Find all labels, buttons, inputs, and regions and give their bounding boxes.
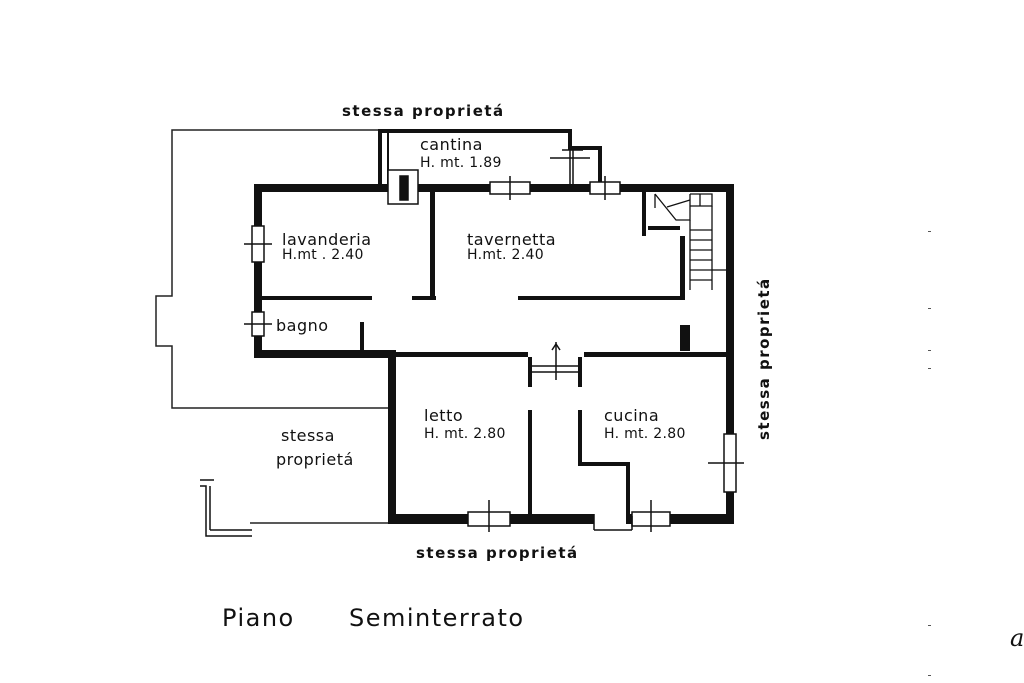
- plan-title-word2: Seminterrato: [349, 604, 525, 632]
- boundary-label-left-line2: proprietá: [276, 450, 354, 469]
- room-letto-height: H. mt. 2.80: [424, 426, 506, 442]
- room-lavanderia-name: lavanderia: [282, 230, 372, 249]
- room-cucina-name: cucina: [604, 406, 660, 425]
- room-cucina-height: H. mt. 2.80: [604, 426, 686, 442]
- boundary-label-left-line1: stessa: [281, 426, 335, 445]
- interior-walls: [262, 192, 690, 516]
- plan-title-word1: Piano: [222, 604, 295, 632]
- room-letto-name: letto: [424, 406, 464, 425]
- room-cantina-height: H. mt. 1.89: [420, 155, 502, 171]
- room-tavernetta-name: tavernetta: [467, 230, 557, 249]
- margin-ticks: [928, 231, 931, 676]
- entrance-opening: [593, 514, 633, 531]
- property-outline: [155, 129, 392, 524]
- boundary-label-bottom: stessa proprietá: [416, 544, 579, 562]
- central-door: [532, 342, 578, 380]
- room-lavanderia-height: H.mt . 2.40: [282, 247, 364, 263]
- boundary-label-top: stessa proprietá: [342, 102, 505, 120]
- bottom-left-step: [200, 479, 252, 537]
- staircase: [654, 193, 726, 290]
- room-bagno-name: bagno: [276, 316, 329, 335]
- room-cantina-name: cantina: [420, 135, 483, 154]
- margin-glyph: a: [1010, 624, 1024, 652]
- windows: [244, 150, 744, 532]
- boundary-label-right: stessa proprietá: [755, 277, 773, 440]
- room-tavernetta-height: H.mt. 2.40: [467, 247, 544, 263]
